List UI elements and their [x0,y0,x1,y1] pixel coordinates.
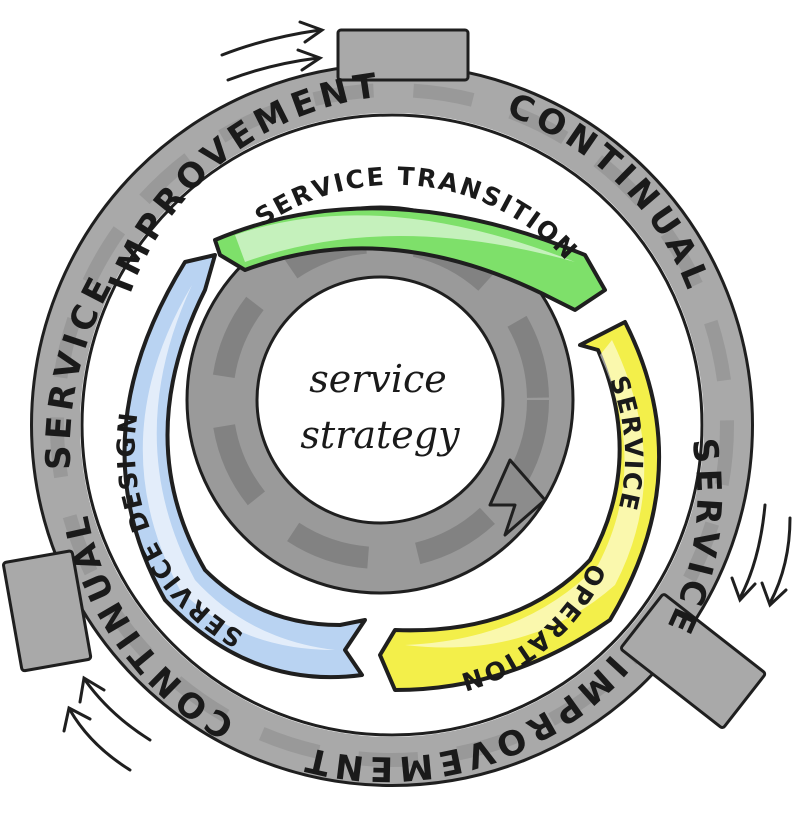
service-design-arrow [122,253,367,680]
motion-arrows-top [220,20,326,82]
center-label-strategy: strategy [300,413,460,457]
service-transition-arrow [213,206,607,312]
service-operation-arrow [378,320,662,692]
ring-tab-right [620,593,767,729]
motion-arrows-bottom-left [62,675,152,772]
center-label-service: service [309,357,447,401]
motion-arrows-right [730,503,792,608]
ring-tab-left [2,549,93,673]
ring-tab-top [336,28,470,82]
